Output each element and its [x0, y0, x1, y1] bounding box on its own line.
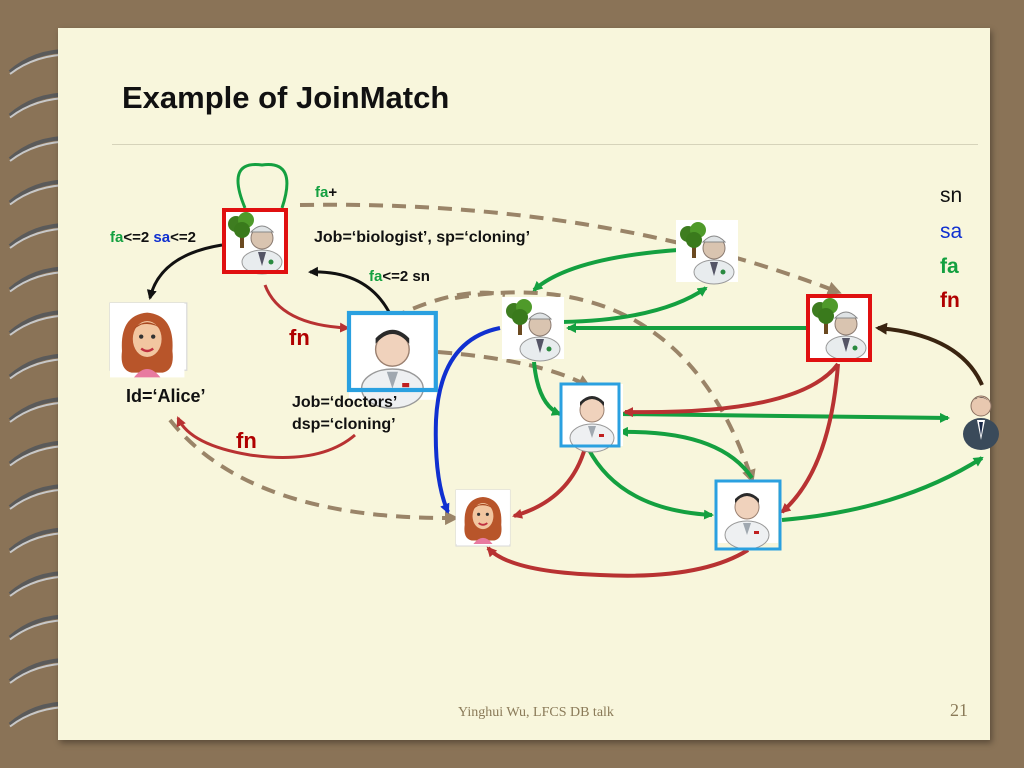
label-doctor-condition-2: dsp=‘cloning’ — [292, 416, 396, 433]
edge-mid-scientist-to-top-scientist — [561, 286, 708, 324]
edge-businessman-to-right-scientist — [875, 322, 984, 386]
label-le2-a: <=2 — [123, 229, 150, 246]
node-pattern-doctor — [346, 310, 438, 409]
label-fn-left: fn — [289, 325, 310, 350]
edge-doctor-to-alice-fn — [176, 416, 356, 459]
edge-mid-scientist-to-mid-doctor — [532, 361, 562, 416]
label-doctor-condition-1: Job=‘doctors’ — [292, 394, 398, 411]
dashed-edges — [168, 202, 842, 526]
graph-edges — [433, 248, 984, 578]
edge-mid-doctor-to-businessman — [619, 412, 950, 423]
label-fa-plus-fa: fa — [315, 184, 329, 201]
label-fa-le2-sn: fa<=2 sn — [369, 268, 430, 285]
node-graph-scientist-mid — [501, 296, 565, 362]
slide-title: Example of JoinMatch — [122, 80, 450, 115]
edge-low-doctor-to-woman — [486, 546, 750, 578]
legend-fn: fn — [940, 289, 960, 312]
edge-biologist-to-alice — [146, 243, 223, 300]
legend-fa: fa — [940, 255, 959, 278]
page-number: 21 — [950, 700, 968, 720]
self-loop-fa-plus — [236, 163, 289, 209]
legend-sn: sn — [940, 184, 963, 207]
title-divider — [112, 144, 978, 145]
label-alice-condition: Id=‘Alice’ — [126, 386, 206, 406]
label-fa-le2-sn-rest: <=2 sn — [382, 268, 430, 285]
label-biologist-condition: Job=‘biologist’, sp=‘cloning’ — [314, 229, 531, 246]
dashed-edge-alice-to-woman — [168, 418, 459, 526]
node-graph-scientist-top — [675, 219, 739, 285]
edge-right-scientist-to-mid-doctor — [623, 362, 840, 418]
node-pattern-alice — [108, 301, 188, 379]
edge-right-scientist-to-low-doctor — [780, 363, 840, 514]
node-graph-businessman — [962, 395, 1000, 451]
edge-low-doctor-to-businessman — [781, 456, 984, 522]
label-fa: fa — [110, 229, 124, 246]
label-fa-plus-plus: + — [328, 184, 338, 201]
edge-mid-doctor-to-woman — [512, 447, 587, 519]
node-graph-doctor-mid — [559, 382, 624, 453]
label-sa: sa — [153, 229, 171, 246]
edge-low-doctor-to-mid-doctor — [618, 426, 754, 480]
dashed-edge-topcurve-to-low-doctor — [454, 290, 756, 484]
edge-mid-doctor-to-low-doctor — [586, 447, 714, 520]
edge-top-scientist-to-mid-scientist — [532, 248, 679, 292]
node-graph-scientist-right — [806, 294, 872, 362]
label-fa-le2-sn-fa: fa — [369, 268, 383, 285]
dashed-edge-biologist-to-right — [299, 202, 842, 295]
pattern-edges — [146, 163, 394, 459]
legend-sa: sa — [940, 220, 963, 243]
edge-doctor-to-biologist — [308, 266, 394, 319]
label-fa-plus: fa+ — [315, 184, 337, 201]
label-fa-sa-constraint: fa<=2 sa<=2 — [110, 229, 196, 246]
node-graph-doctor-low — [714, 479, 782, 551]
label-fn-bottom: fn — [236, 428, 257, 453]
node-pattern-biologist — [222, 208, 288, 275]
edge-biologist-to-doctor-fn — [263, 284, 350, 333]
edge-doctor-pattern-to-woman-blue — [433, 326, 501, 514]
label-le2-b: <=2 — [170, 229, 196, 246]
slide-footer: Yinghui Wu, LFCS DB talk — [458, 705, 614, 720]
node-graph-woman — [455, 489, 511, 547]
dashed-edge-doctor-to-mid-doctor — [437, 350, 592, 388]
